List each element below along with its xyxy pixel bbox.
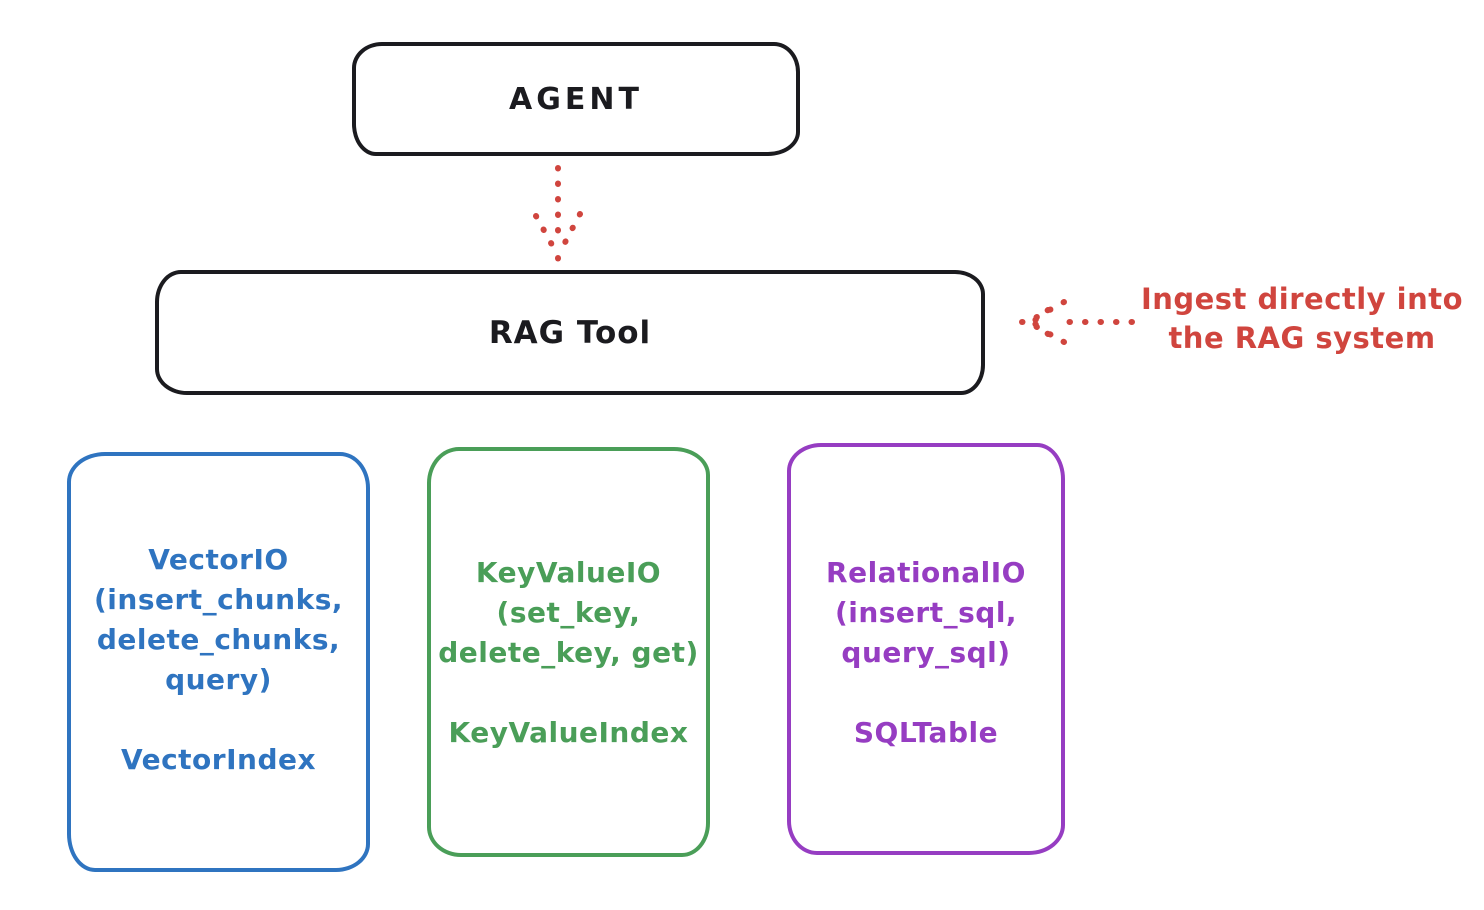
- vector-io-methods-line3: query): [165, 663, 272, 696]
- ingest-annotation: Ingest directly into the RAG system: [1132, 280, 1472, 358]
- ingest-annotation-line1: Ingest directly into: [1140, 282, 1464, 316]
- vector-io-methods-line1: (insert_chunks,: [94, 583, 343, 616]
- relational-io-methods-line2: query_sql): [841, 636, 1011, 669]
- vector-io-node: VectorIO (insert_chunks, delete_chunks, …: [67, 452, 370, 872]
- keyvalue-io-methods-line1: (set_key,: [496, 596, 641, 629]
- sql-table-label: SQLTable: [853, 716, 999, 749]
- relational-io-title: RelationalIO: [826, 556, 1026, 589]
- rag-tool-node-label: RAG Tool: [488, 314, 652, 351]
- keyvalue-index-label: KeyValueIndex: [448, 716, 689, 749]
- vector-index-label: VectorIndex: [120, 743, 317, 776]
- agent-to-rag-arrow: [533, 165, 583, 262]
- keyvalue-io-node: KeyValueIO (set_key, delete_key, get) Ke…: [427, 447, 710, 857]
- relational-io-methods-line1: (insert_sql,: [834, 596, 1018, 629]
- vector-io-methods-line2: delete_chunks,: [96, 623, 341, 656]
- relational-io-node: RelationalIO (insert_sql, query_sql) SQL…: [787, 443, 1065, 855]
- keyvalue-io-title: KeyValueIO: [475, 556, 662, 589]
- ingest-annotation-line2: the RAG system: [1168, 321, 1436, 355]
- vector-io-title: VectorIO: [148, 543, 289, 576]
- annotation-to-rag-arrow: [1019, 299, 1135, 345]
- keyvalue-io-methods-line2: delete_key, get): [438, 636, 699, 669]
- agent-node-label: AGENT: [509, 81, 643, 117]
- rag-tool-node: RAG Tool: [155, 270, 985, 395]
- agent-node: AGENT: [352, 42, 800, 156]
